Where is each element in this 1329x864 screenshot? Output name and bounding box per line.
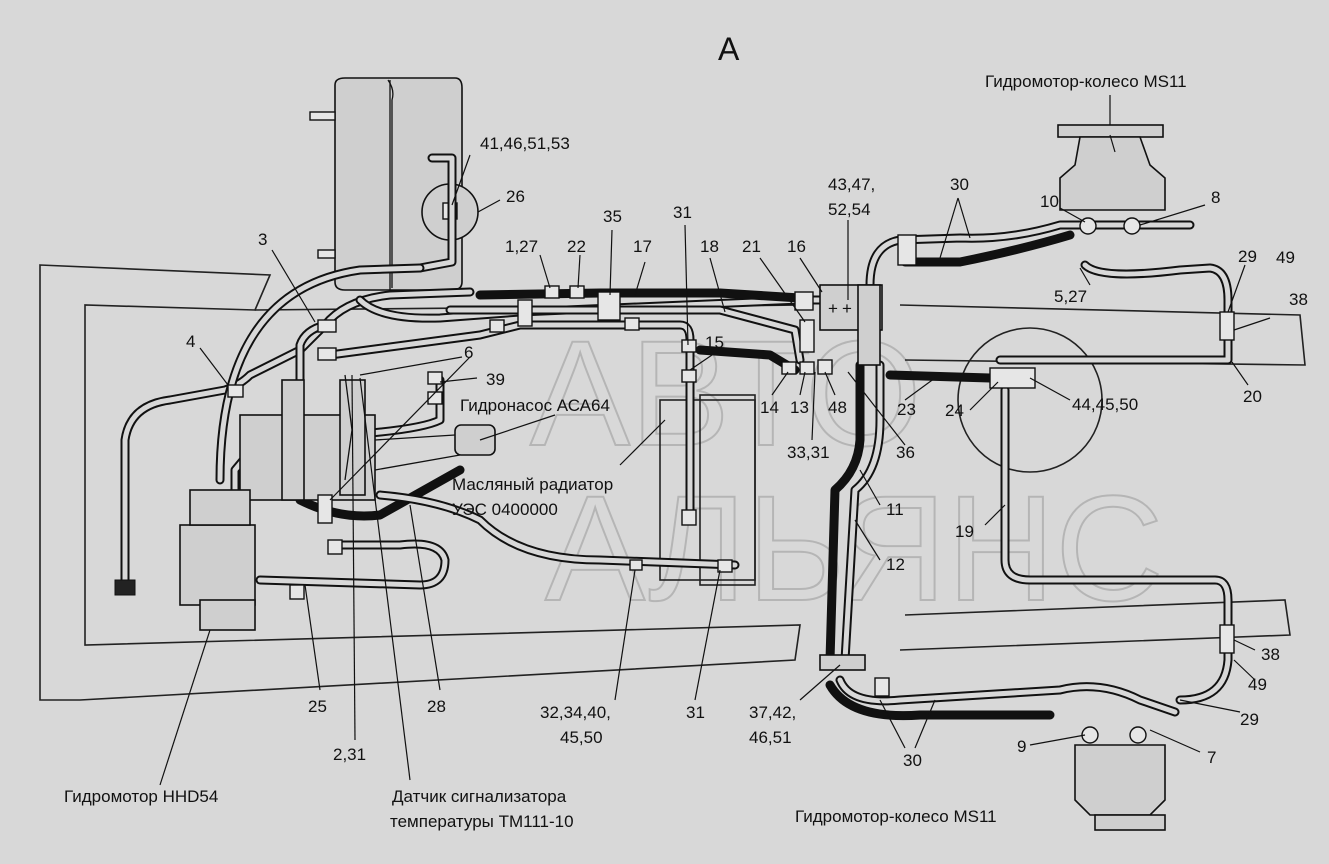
leader-lines [159, 95, 1271, 786]
hydraulic-tank [309, 77, 463, 291]
label-2-31: 2,31 [333, 745, 366, 764]
label-48: 48 [828, 398, 847, 417]
label-38-top: 38 [1289, 290, 1308, 309]
label-3: 3 [258, 230, 267, 249]
label-41: 41,46,51,53 [480, 134, 570, 153]
label-17: 17 [633, 237, 652, 256]
label-39: 39 [486, 370, 505, 389]
caption-pump: Гидронасос АСА64 [460, 396, 610, 415]
label-8: 8 [1211, 188, 1220, 207]
label-25: 25 [308, 697, 327, 716]
distributor-block: + + [819, 284, 883, 366]
label-31-top: 31 [673, 203, 692, 222]
label-44: 44,45,50 [1072, 395, 1138, 414]
component-captions: Гидромотор-колесо MS11 Гидронасос АСА64 … [64, 72, 1187, 831]
bottom-junction [819, 654, 866, 671]
label-37: 37,42, [749, 703, 796, 722]
label-16: 16 [787, 237, 806, 256]
label-30-bottom: 30 [903, 751, 922, 770]
label-26: 26 [506, 187, 525, 206]
label-20: 20 [1243, 387, 1262, 406]
label-14: 14 [760, 398, 779, 417]
label-52: 52,54 [828, 200, 871, 219]
label-9: 9 [1017, 737, 1026, 756]
label-31-bottom: 31 [686, 703, 705, 722]
svg-text:+: + [828, 299, 838, 318]
label-11: 11 [886, 500, 904, 519]
label-49-bottom: 49 [1248, 675, 1267, 694]
label-19: 19 [955, 522, 974, 541]
label-5-27: 5,27 [1054, 287, 1087, 306]
hoses [120, 220, 1233, 721]
wheel-motor-top [1057, 124, 1166, 235]
label-15: 15 [705, 333, 724, 352]
label-32: 32,34,40, [540, 703, 611, 722]
label-21: 21 [742, 237, 761, 256]
caption-radiator-1: Масляный радиатор [452, 475, 613, 494]
label-29-top: 29 [1238, 247, 1257, 266]
label-7: 7 [1207, 748, 1216, 767]
label-46-51: 46,51 [749, 728, 792, 747]
chassis-frame [39, 264, 1306, 701]
view-title: A [718, 31, 740, 67]
label-1-27: 1,27 [505, 237, 538, 256]
label-49-top: 49 [1276, 248, 1295, 267]
label-22: 22 [567, 237, 586, 256]
label-35: 35 [603, 207, 622, 226]
tank-filter [415, 153, 479, 273]
label-13: 13 [790, 398, 809, 417]
caption-radiator-2: УЭС 0400000 [452, 500, 558, 519]
label-30-top: 30 [950, 175, 969, 194]
label-36: 36 [896, 443, 915, 462]
label-6: 6 [464, 343, 473, 362]
label-4: 4 [186, 332, 195, 351]
label-43: 43,47, [828, 175, 875, 194]
label-18: 18 [700, 237, 719, 256]
callout-labels: 41,46,51,53 26 3 4 6 39 1,27 22 35 17 31… [186, 134, 1308, 770]
label-29-bottom: 29 [1240, 710, 1259, 729]
caption-wheel-motor-bottom: Гидромотор-колесо MS11 [795, 807, 997, 826]
label-10: 10 [1040, 192, 1059, 211]
wheel-motor-bottom [1074, 726, 1166, 831]
fittings [227, 234, 1235, 697]
label-24: 24 [945, 401, 964, 420]
caption-motor: Гидромотор HHD54 [64, 787, 218, 806]
label-38-bottom: 38 [1261, 645, 1280, 664]
svg-text:+: + [842, 299, 852, 318]
label-28: 28 [427, 697, 446, 716]
motor-hhd54 [114, 489, 256, 631]
label-23: 23 [897, 400, 916, 419]
label-45-50: 45,50 [560, 728, 603, 747]
label-33-31: 33,31 [787, 443, 830, 462]
caption-sensor-1: Датчик сигнализатора [392, 787, 567, 806]
label-12: 12 [886, 555, 905, 574]
caption-sensor-2: температуры ТМ111-10 [390, 812, 574, 831]
caption-wheel-motor-top: Гидромотор-колесо MS11 [985, 72, 1187, 91]
